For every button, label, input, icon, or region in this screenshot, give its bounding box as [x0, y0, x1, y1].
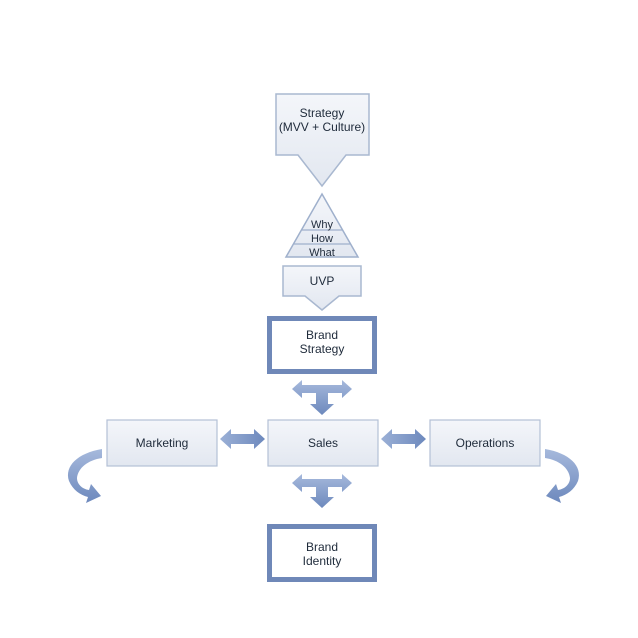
sales-label: Sales	[308, 436, 338, 450]
brand-strategy-sales-connector-arrow	[292, 380, 352, 415]
pyramid-how: How	[311, 233, 333, 245]
marketing-curved-arrow	[67, 449, 102, 503]
pyramid-shape	[284, 192, 360, 258]
sales-box: Sales	[267, 419, 379, 467]
why-how-what-pyramid: Why How What	[284, 192, 360, 259]
uvp-label: UVP	[310, 274, 335, 288]
sales-operations-double-arrow	[381, 429, 426, 449]
strategy-block: Strategy (MVV + Culture)	[275, 93, 370, 188]
brand-identity-line2: Identity	[303, 554, 342, 568]
marketing-label: Marketing	[136, 436, 189, 450]
brand-strategy-line1: Brand	[306, 328, 338, 342]
marketing-sales-double-arrow	[220, 429, 265, 449]
brand-identity-line1: Brand	[306, 540, 338, 554]
operations-label: Operations	[456, 436, 515, 450]
brand-identity-box: Brand Identity	[267, 524, 377, 582]
brand-strategy-line2: Strategy	[300, 342, 345, 356]
uvp-block: UVP	[282, 265, 362, 311]
strategy-title: Strategy	[300, 106, 345, 120]
uvp-arrow-box	[282, 265, 362, 311]
marketing-box: Marketing	[106, 419, 218, 467]
pyramid-what: What	[309, 247, 335, 259]
operations-box: Operations	[429, 419, 541, 467]
sales-brand-identity-connector-arrow	[292, 474, 352, 508]
operations-curved-arrow	[545, 449, 580, 503]
brand-strategy-box: Brand Strategy	[267, 316, 377, 374]
strategy-subtitle: (MVV + Culture)	[279, 120, 365, 134]
pyramid-why: Why	[311, 219, 334, 231]
strategy-arrow-box	[275, 93, 370, 188]
